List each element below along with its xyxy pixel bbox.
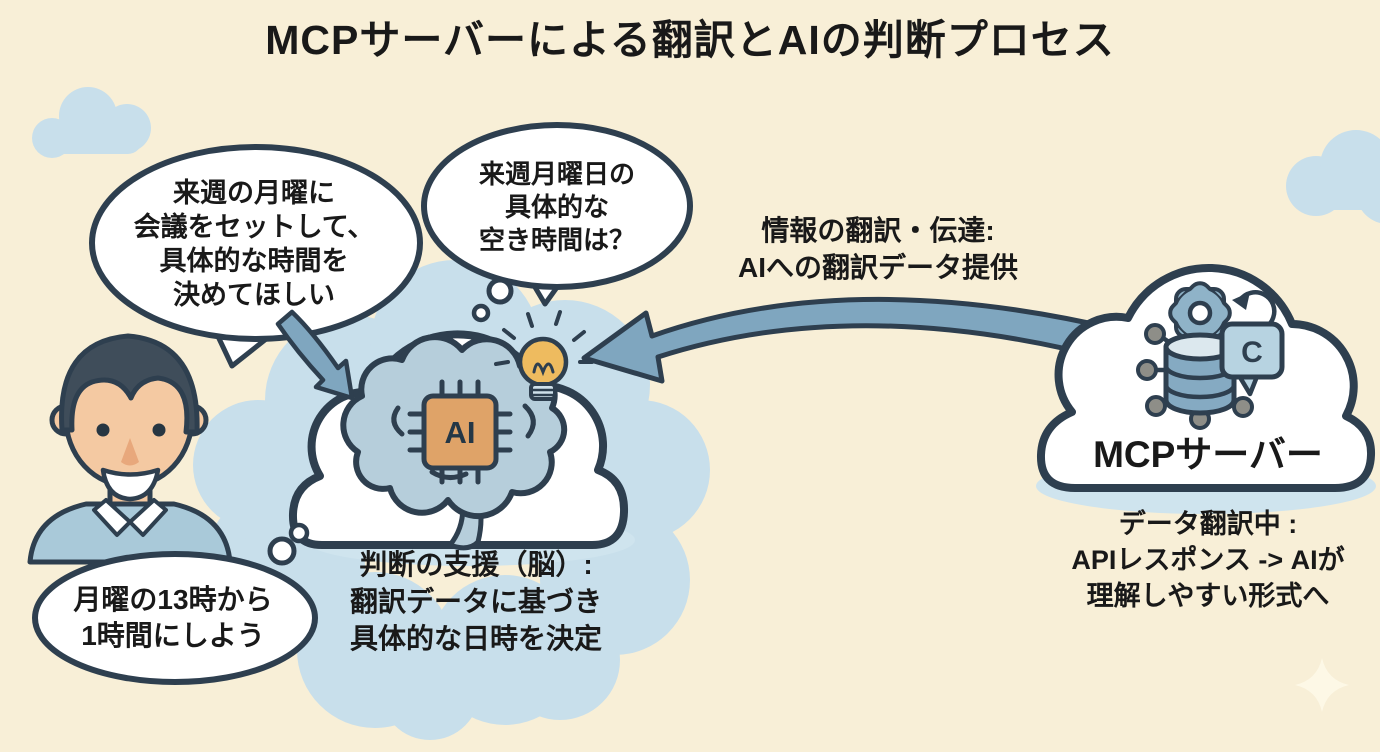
thought-bubble-question — [421, 122, 693, 323]
chat-bubble-c-icon: C — [1219, 321, 1285, 397]
person-eye-right — [152, 423, 166, 437]
person-mouth — [100, 467, 161, 502]
page-title: MCPサーバーによる翻訳とAIの判断プロセス — [265, 17, 1115, 63]
mcp-cloud-caption: データ翻訳中 : APIレスポンス -> AIが 理解しやすい形式へ — [1071, 506, 1344, 614]
mcp-server-label: MCPサーバー — [1093, 434, 1323, 475]
person-collar-left — [92, 498, 132, 537]
request-line: 会議をセットして、 — [133, 212, 375, 242]
thought-line: 具体的な — [504, 192, 610, 222]
decision-bubble-text: 月曜の13時から 1時間にしよう — [73, 582, 272, 654]
ai-chip-label: AI — [445, 415, 476, 450]
person-sweater — [27, 501, 233, 565]
person-avatar — [27, 333, 233, 565]
arrow-label-line: 情報の翻訳・伝達: — [761, 215, 995, 246]
person-nose — [121, 438, 139, 466]
thought-bubble-text: 来週月曜日の 具体的な 空き時間は？ — [479, 158, 635, 257]
ai-cloud-caption: 判断の支援（脳）: 翻訳データに基づき 具体的な日時を決定 — [350, 546, 602, 657]
mcp-caption-line: データ翻訳中 : — [1118, 509, 1298, 539]
brain-fold — [391, 405, 405, 437]
speech-bubble-body — [89, 144, 423, 342]
request-line: 具体的な時間を — [159, 246, 349, 276]
ai-caption-line: 具体的な日時を決定 — [349, 623, 603, 654]
brain-fold — [522, 403, 536, 439]
ai-caption-line: 翻訳データに基づき — [349, 586, 603, 617]
ai-chip-icon: AI — [407, 379, 513, 485]
ai-caption-line: 判断の支援（脳）: — [359, 549, 593, 580]
person-hair — [59, 333, 200, 435]
person-eye-left — [96, 423, 110, 437]
background-cloud-top-left-icon — [32, 87, 151, 158]
decision-bubble-body — [32, 551, 318, 685]
thought-bubble-body — [421, 122, 693, 290]
request-line: 決めてほしい — [173, 280, 335, 310]
thought-trail-dot — [486, 277, 514, 305]
sparkle-icon — [1295, 658, 1349, 712]
speech-bubble-request — [89, 144, 423, 369]
speech-bubble-decision — [32, 522, 318, 685]
gear-icon — [1168, 281, 1232, 345]
decision-line: 1時間にしよう — [81, 620, 265, 651]
request-flow-arrow — [275, 309, 355, 401]
chat-bubble-letter: C — [1241, 336, 1263, 369]
decision-trail-dot — [267, 536, 297, 566]
mcp-caption-line: 理解しやすい形式へ — [1086, 581, 1330, 611]
arrow-label-line: AIへの翻訳データ提供 — [737, 252, 1019, 283]
mcp-caption-line: APIレスポンス -> AIが — [1071, 545, 1345, 575]
request-bubble-text: 来週の月曜に 会議をセットして、 具体的な時間を 決めてほしい — [134, 176, 375, 312]
request-line: 来週の月曜に — [173, 178, 335, 208]
brain-fold — [429, 469, 469, 480]
lightbulb-icon — [494, 310, 594, 401]
decision-line: 月曜の13時から — [73, 584, 273, 615]
thought-line: 来週月曜日の — [478, 159, 636, 189]
thought-line: 空き時間は？ — [478, 225, 636, 255]
background-cloud-right-icon — [1286, 130, 1380, 223]
translation-flow-arrow — [581, 297, 1123, 384]
decision-trail-dot — [288, 522, 310, 544]
arrow-label: 情報の翻訳・伝達: AIへの翻訳データ提供 — [738, 212, 1018, 286]
thought-trail-dot — [471, 303, 491, 323]
person-collar-right — [128, 498, 168, 537]
